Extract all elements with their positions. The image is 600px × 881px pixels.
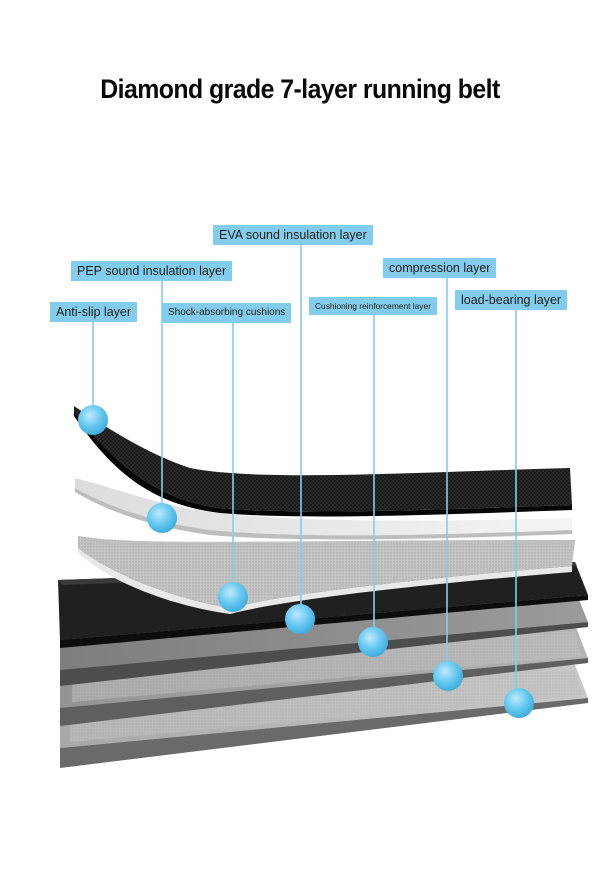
layer-shock-absorbing [78, 536, 575, 614]
page-title: Diamond grade 7-layer running belt [100, 74, 500, 104]
marker-load-bearing [504, 688, 534, 718]
label-pep-sound-insulation: PEP sound insulation layer [71, 261, 233, 281]
label-anti-slip: Anti-slip layer [50, 302, 138, 322]
label-eva-sound-insulation: EVA sound insulation layer [213, 225, 373, 245]
marker-compression [433, 661, 463, 691]
marker-cushioning [358, 627, 388, 657]
label-compression: compression layer [383, 258, 497, 278]
marker-pep [147, 503, 177, 533]
label-load-bearing: load-bearing layer [455, 290, 568, 310]
marker-eva [285, 604, 315, 634]
marker-shock [218, 582, 248, 612]
callout-markers [78, 405, 534, 718]
label-cushioning-reinforcement: Cushioning reinforcement layer [309, 297, 437, 315]
marker-anti-slip [78, 405, 108, 435]
leader-lines [92, 244, 517, 702]
label-shock-absorbing-cushions: Shock-absorbing cushions [162, 303, 292, 323]
